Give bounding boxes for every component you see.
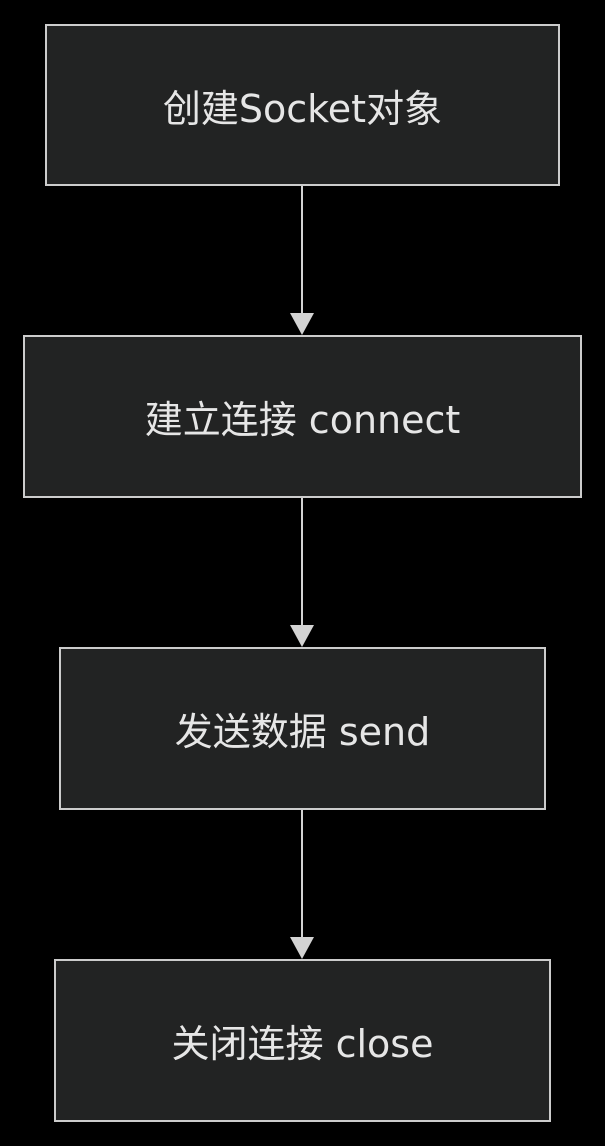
arrowhead-icon [290, 313, 314, 335]
node-send: 发送数据 send [59, 647, 546, 810]
node-connect: 建立连接 connect [23, 335, 582, 498]
edge-connect-to-send [290, 498, 314, 647]
edge-send-to-close [290, 810, 314, 959]
node-label: 关闭连接 close [171, 1022, 434, 1066]
edge-create-to-connect [290, 186, 314, 335]
node-close: 关闭连接 close [54, 959, 551, 1122]
node-create-socket: 创建Socket对象 [45, 24, 560, 186]
node-label: 发送数据 send [174, 710, 431, 754]
arrowhead-icon [290, 625, 314, 647]
node-label: 创建Socket对象 [162, 86, 443, 131]
node-label: 建立连接 connect [144, 398, 461, 442]
arrowhead-icon [290, 937, 314, 959]
